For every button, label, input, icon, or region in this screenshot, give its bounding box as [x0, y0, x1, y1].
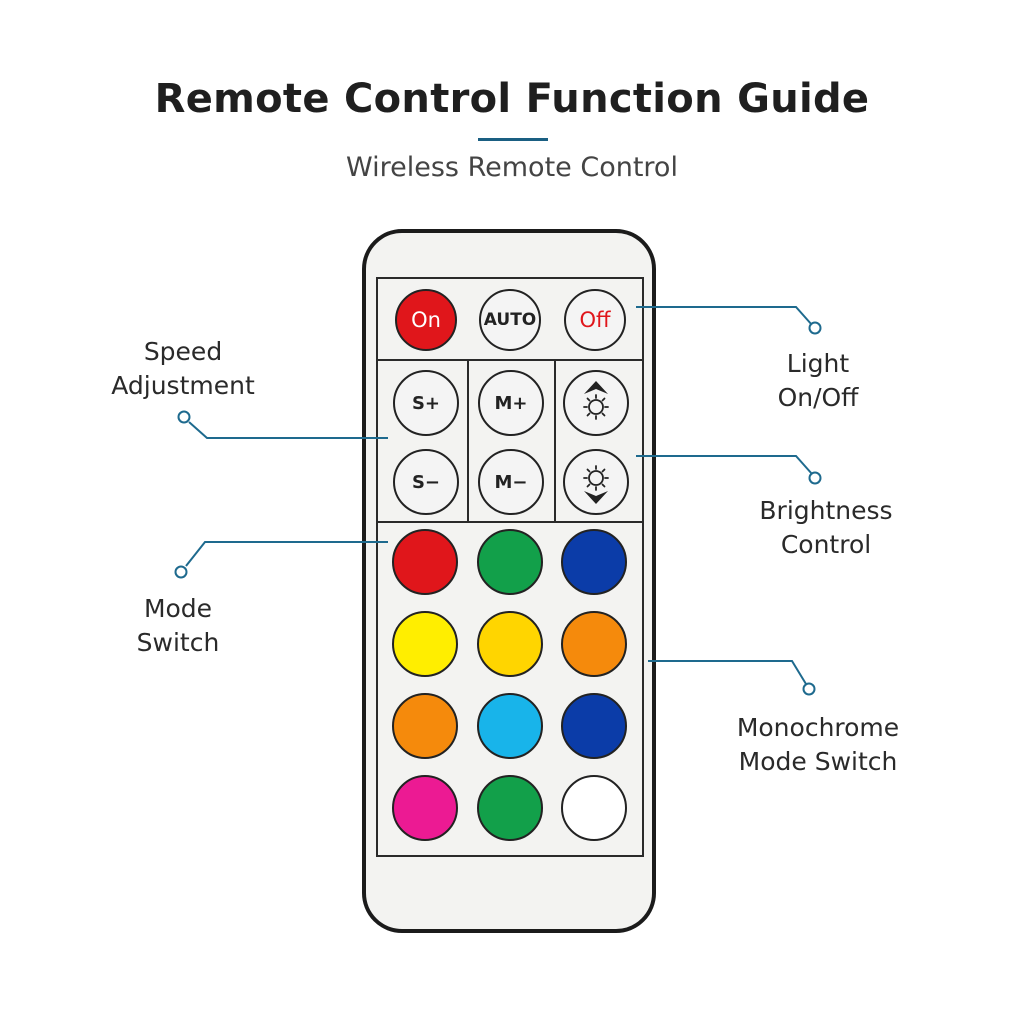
callout-mode-line1: Mode — [143, 594, 213, 623]
panel-divider — [467, 360, 469, 522]
callout-mono-line1: Monochrome — [736, 713, 900, 742]
panel-divider — [554, 360, 556, 522]
leader-mono — [648, 660, 807, 685]
off-button-label: Off — [579, 308, 611, 332]
callout-light-line1: Light — [786, 349, 850, 378]
callout-mono-line2: Mode Switch — [738, 747, 898, 776]
color-button[interactable] — [561, 611, 627, 677]
color-button[interactable] — [561, 693, 627, 759]
color-button[interactable] — [477, 693, 543, 759]
leader-speed — [188, 421, 388, 439]
title-underline — [478, 138, 548, 141]
mode-up-label: M+ — [494, 392, 528, 414]
mode-down-button[interactable]: M− — [478, 449, 544, 515]
auto-button-label: AUTO — [483, 310, 537, 330]
leader-light — [636, 306, 813, 326]
mode-down-label: M− — [494, 471, 528, 493]
page-subtitle: Wireless Remote Control — [346, 152, 678, 183]
speed-down-button[interactable]: S− — [393, 449, 459, 515]
color-button[interactable] — [392, 693, 458, 759]
auto-button[interactable]: AUTO — [479, 289, 541, 351]
callout-speed-line1: Speed — [143, 337, 223, 366]
callout-brightness-line1: Brightness — [759, 496, 893, 525]
brightness-up-button[interactable] — [563, 370, 629, 436]
callout-brightness-line2: Control — [780, 530, 872, 559]
color-button[interactable] — [477, 775, 543, 841]
color-button[interactable] — [477, 611, 543, 677]
speed-up-button[interactable]: S+ — [393, 370, 459, 436]
callout-mono: Monochrome Mode Switch — [720, 711, 916, 779]
brightness-down-button[interactable] — [563, 449, 629, 515]
color-button[interactable] — [561, 775, 627, 841]
color-button[interactable] — [392, 775, 458, 841]
color-button[interactable] — [392, 611, 458, 677]
on-button[interactable]: On — [395, 289, 457, 351]
off-button[interactable]: Off — [564, 289, 626, 351]
callout-mode-line2: Switch — [136, 628, 220, 657]
brightness-up-icon — [583, 381, 609, 420]
callout-brightness: Brightness Control — [745, 494, 907, 562]
color-button[interactable] — [392, 529, 458, 595]
color-button[interactable] — [477, 529, 543, 595]
mode-up-button[interactable]: M+ — [478, 370, 544, 436]
leader-mode — [185, 541, 388, 567]
speed-down-label: S− — [411, 471, 441, 493]
callout-speed-line2: Adjustment — [111, 371, 255, 400]
page-title: Remote Control Function Guide — [154, 76, 870, 122]
callout-light: Light On/Off — [745, 347, 891, 415]
on-button-label: On — [411, 308, 441, 332]
brightness-down-icon — [583, 465, 609, 504]
callout-light-line2: On/Off — [777, 383, 859, 412]
callout-mode: Mode Switch — [108, 592, 248, 660]
color-panel — [376, 521, 644, 857]
leader-brightness — [636, 455, 813, 475]
speed-up-label: S+ — [411, 392, 441, 414]
callout-speed: Speed Adjustment — [100, 335, 266, 403]
color-button[interactable] — [561, 529, 627, 595]
